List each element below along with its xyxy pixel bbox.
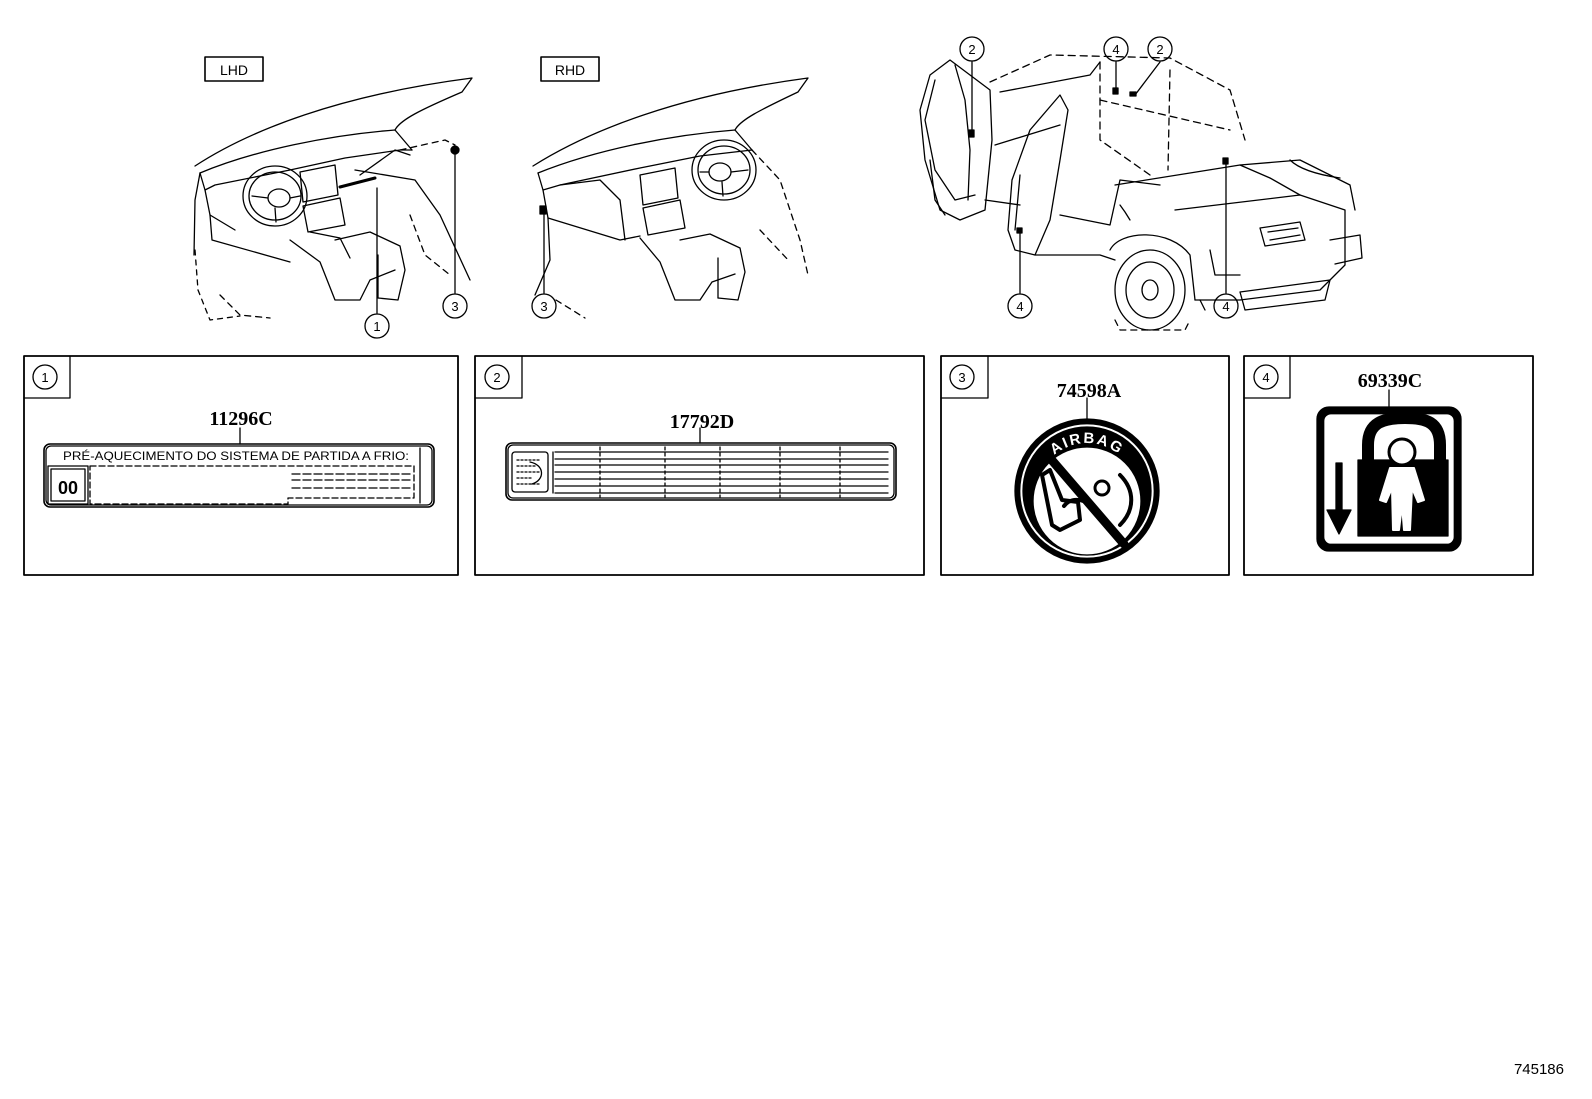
callout-number: 4 — [1112, 42, 1119, 57]
airbag-warning-seal — [1014, 397, 1160, 564]
callout-number: 4 — [1016, 299, 1023, 314]
figure-id: 745186 — [1514, 1061, 1564, 1078]
panel-4-frame — [1243, 355, 1534, 576]
callout-number: 4 — [1222, 299, 1229, 314]
label-11296c-drawing — [43, 427, 435, 508]
panel-index: 4 — [1262, 370, 1269, 385]
panel-2-frame — [474, 355, 925, 576]
callout-circle — [442, 293, 468, 319]
label-11296c-caption: PRÉ-AQUECIMENTO DO SISTEMA DE PARTIDA A … — [63, 450, 409, 463]
callout-circle — [959, 36, 985, 62]
lhd-dashboard-illustration — [193, 56, 473, 321]
part-number-17792d: 17792D — [670, 411, 734, 433]
part-number-69339c: 69339C — [1358, 370, 1422, 392]
callout-circle — [1007, 293, 1033, 319]
callout-number: 1 — [373, 319, 380, 334]
part-number-74598a: 74598A — [1057, 380, 1122, 402]
lhd-view-label: LHD — [220, 62, 248, 78]
callout-circle — [1213, 293, 1239, 319]
callout-circle — [531, 293, 557, 319]
label-17792d-drawing — [505, 427, 897, 501]
callout-number: 2 — [968, 42, 975, 57]
part-number-11296c: 11296C — [209, 408, 272, 430]
callout-circle — [1147, 36, 1173, 62]
truck-illustration — [919, 54, 1363, 331]
callout-circle — [364, 313, 390, 339]
rhd-dashboard-illustration — [532, 56, 809, 319]
child-lock-symbol — [1316, 389, 1462, 552]
panel-index: 2 — [493, 370, 500, 385]
panel-index: 1 — [41, 370, 48, 385]
callout-number: 3 — [540, 299, 547, 314]
panel-3-frame — [940, 355, 1230, 576]
callout-circle — [1103, 36, 1129, 62]
panel-1-frame — [23, 355, 459, 576]
label-11296c-icon-text: 00 — [58, 478, 78, 498]
rhd-view-label: RHD — [555, 62, 585, 78]
callout-number: 3 — [451, 299, 458, 314]
callout-number: 2 — [1156, 42, 1163, 57]
panel-index: 3 — [958, 370, 965, 385]
